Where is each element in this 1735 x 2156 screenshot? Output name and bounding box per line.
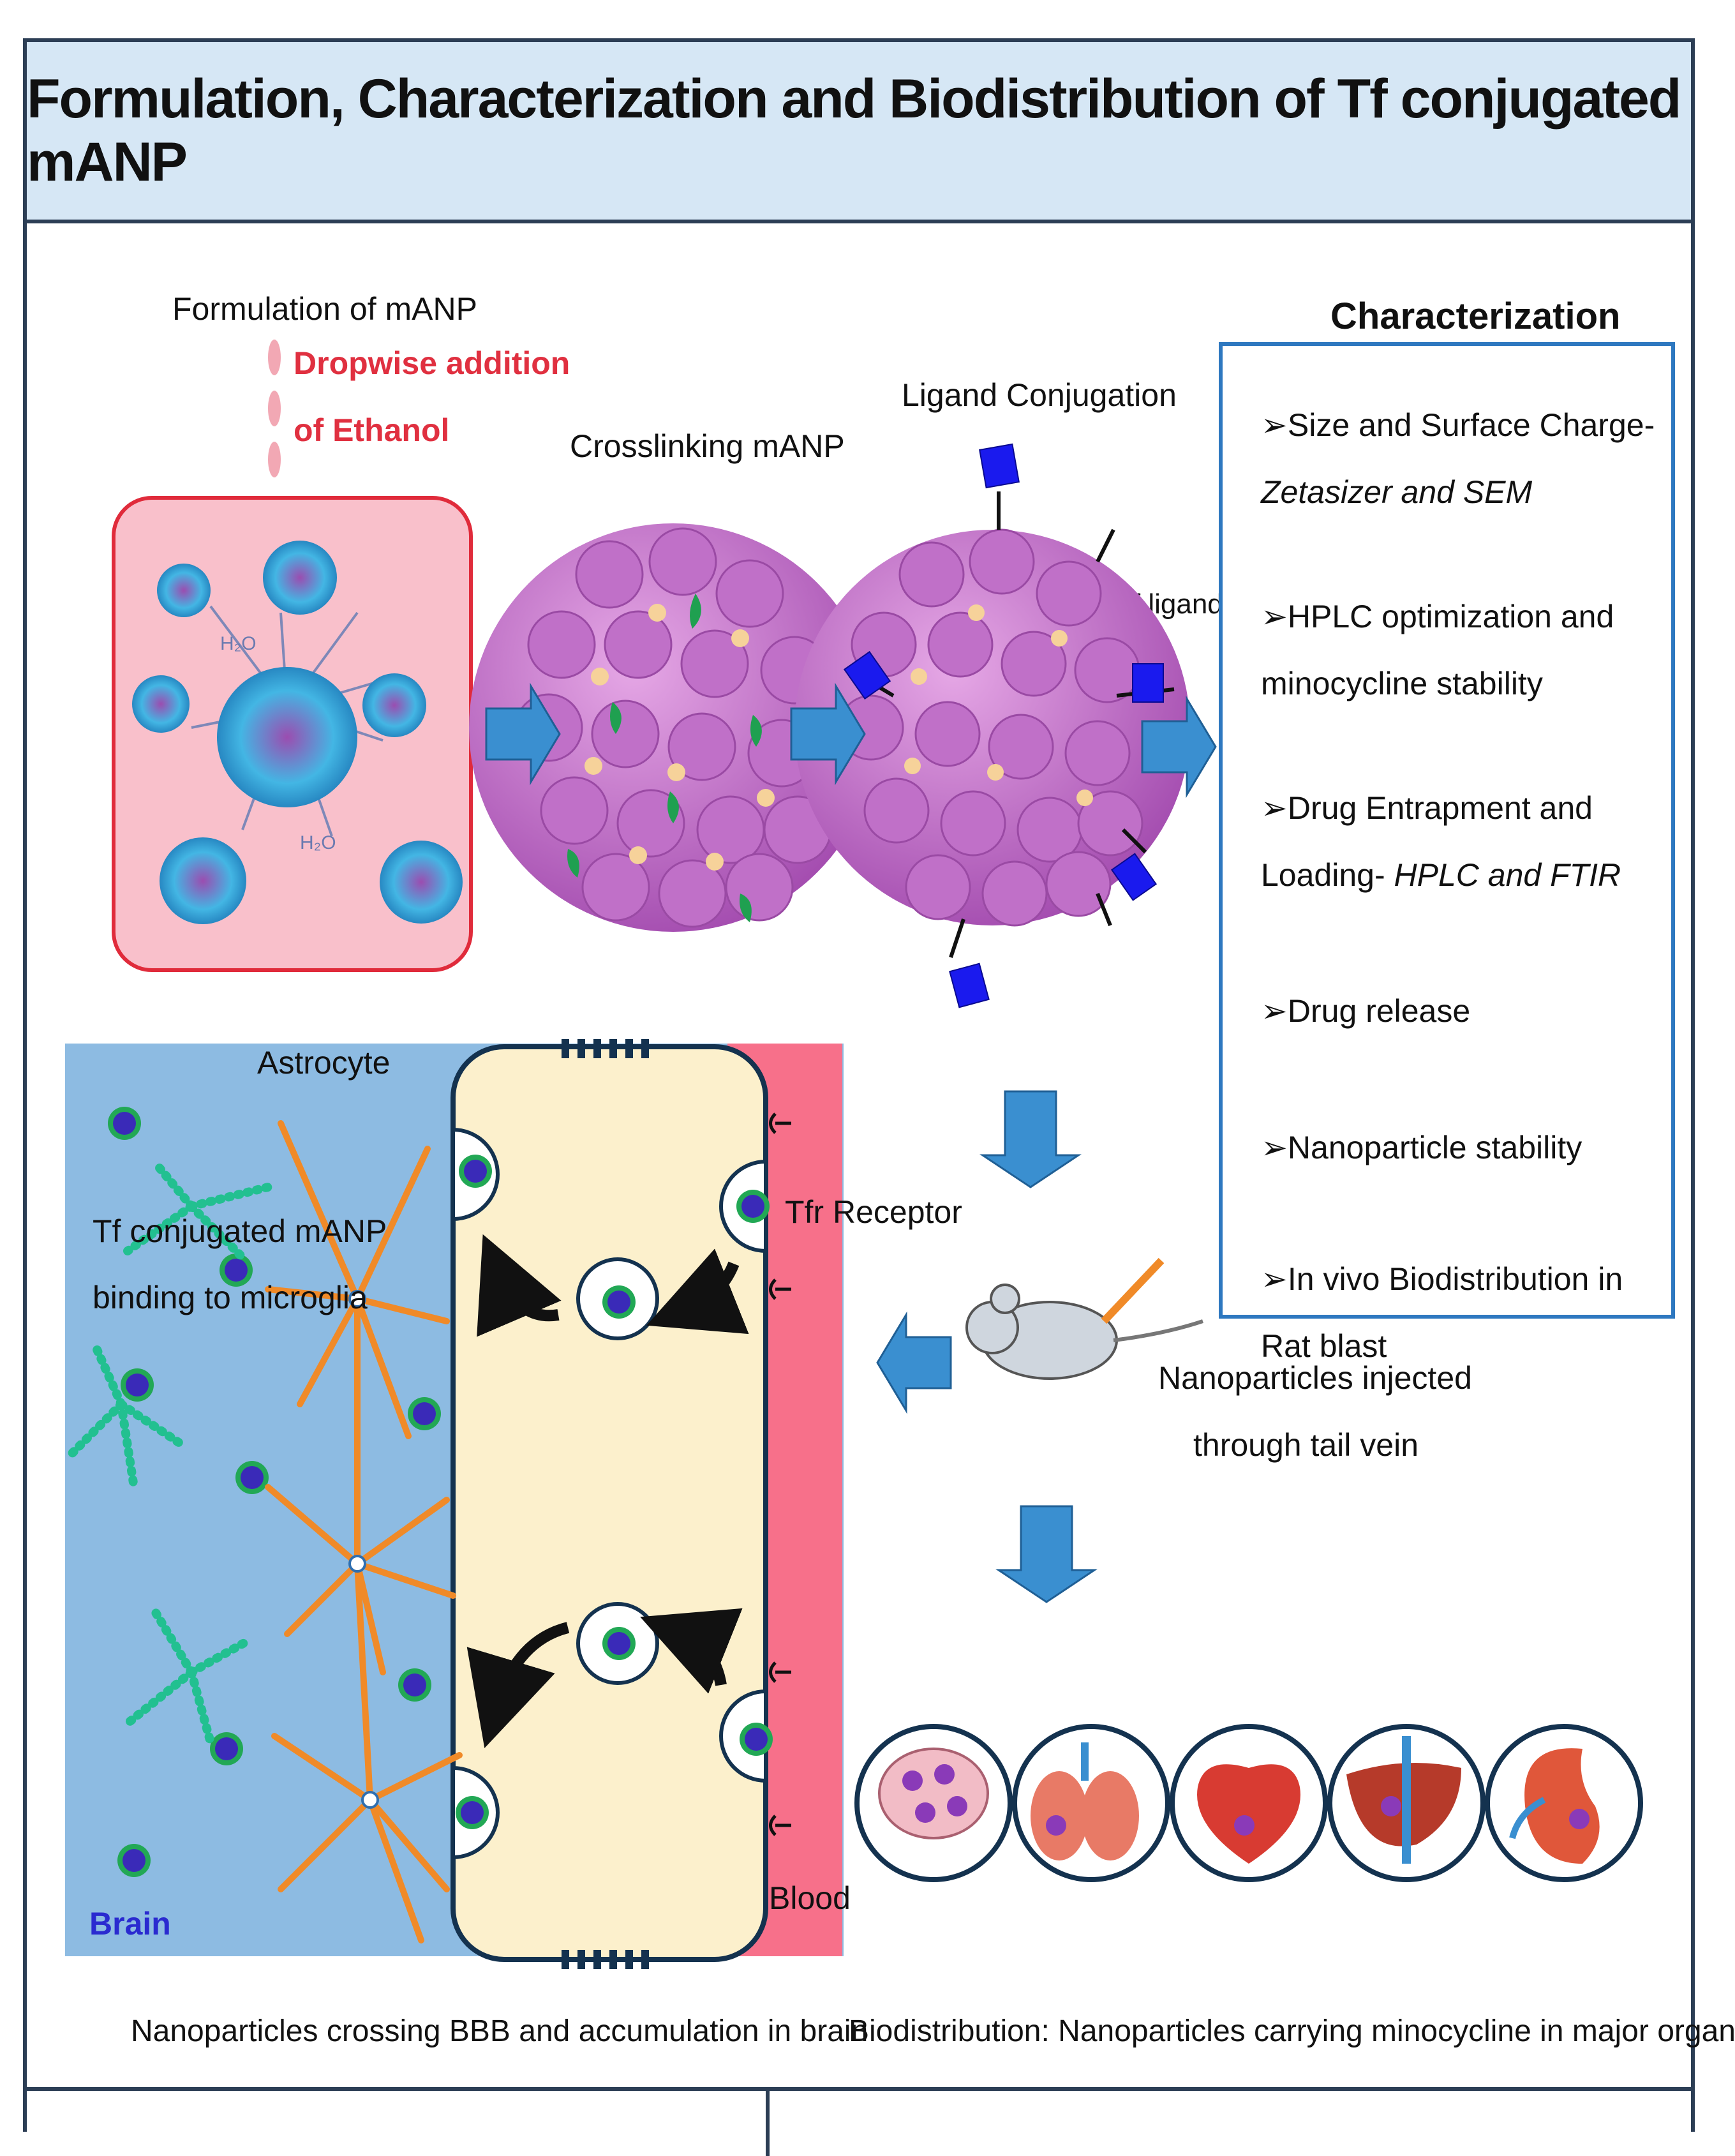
organ-circles bbox=[854, 1724, 1643, 1882]
astrocyte-label: Astrocyte bbox=[257, 1045, 391, 1081]
formulation-label: Formulation of mANP bbox=[172, 291, 477, 327]
microglia bbox=[66, 1164, 272, 1747]
arrow-down-2 bbox=[995, 1505, 1098, 1603]
char-item-size: ➢Size and Surface Charge- Zetasizer and … bbox=[1261, 407, 1655, 510]
blood-label: Blood bbox=[769, 1880, 851, 1916]
char-item-text: Size and Surface Charge- bbox=[1287, 407, 1655, 443]
char-item-entrapment: ➢Drug Entrapment and Loading- HPLC and F… bbox=[1261, 790, 1621, 893]
injection-label-1: Nanoparticles injected bbox=[1158, 1360, 1472, 1396]
char-item-method: Zetasizer and SEM bbox=[1261, 474, 1533, 510]
left-border bbox=[23, 223, 27, 2132]
tf-ligand-label: Tf ligand bbox=[1115, 588, 1223, 620]
organ-kidney-icon bbox=[1509, 1748, 1600, 1864]
arrow-down-1 bbox=[979, 1090, 1082, 1188]
char-item-text: HPLC optimization and minocycline stabil… bbox=[1261, 599, 1614, 701]
char-item-biodistribution: ➢In vivo Biodistribution in Rat blast bbox=[1261, 1261, 1623, 1364]
ligand-conjugation-label: Ligand Conjugation bbox=[902, 377, 1177, 413]
char-item-stability: ➢Nanoparticle stability bbox=[1261, 1130, 1582, 1165]
char-item-text: Drug Entrapment and Loading- bbox=[1261, 790, 1593, 893]
biodistribution-caption: Biodistribution: Nanoparticles carrying … bbox=[849, 2014, 1735, 2048]
microglia-label-2: binding to microglia bbox=[93, 1280, 368, 1315]
dropwise-label-2: of Ethanol bbox=[294, 412, 450, 448]
tfr-receptor-label: Tfr Receptor bbox=[785, 1194, 962, 1230]
microglia-label-1: Tf conjugated mANP bbox=[93, 1213, 387, 1249]
brain-label: Brain bbox=[89, 1906, 171, 1942]
bottom-divider bbox=[23, 2087, 1695, 2091]
char-item-method: HPLC and FTIR bbox=[1394, 857, 1621, 893]
bbb-caption: Nanoparticles crossing BBB and accumulat… bbox=[131, 2014, 868, 2048]
right-border bbox=[1691, 223, 1695, 2132]
title-banner: Formulation, Characterization and Biodis… bbox=[23, 38, 1695, 223]
organ-brain-icon bbox=[878, 1748, 989, 1839]
char-item-text: In vivo Biodistribution in Rat blast bbox=[1261, 1261, 1623, 1364]
char-item-text: Nanoparticle stability bbox=[1287, 1130, 1582, 1165]
bottom-split bbox=[766, 2087, 770, 2156]
char-item-hplc: ➢HPLC optimization and minocycline stabi… bbox=[1261, 599, 1614, 701]
arrow-right-1 bbox=[485, 682, 561, 786]
arrow-left bbox=[876, 1311, 952, 1414]
water-label-1: H₂O bbox=[220, 633, 257, 654]
water-label-2: H₂O bbox=[300, 832, 336, 853]
organ-heart-icon bbox=[1197, 1764, 1300, 1864]
bbb-panel bbox=[65, 1039, 844, 1969]
organ-liver-icon bbox=[1346, 1736, 1461, 1864]
formulation-chamber bbox=[112, 496, 473, 972]
characterization-box: ➢Size and Surface Charge- Zetasizer and … bbox=[1219, 342, 1675, 1364]
crosslinking-label: Crosslinking mANP bbox=[570, 428, 845, 464]
char-item-text: Drug release bbox=[1287, 993, 1471, 1029]
injection-label-2: through tail vein bbox=[1193, 1427, 1419, 1463]
crosslinked-nanoparticle bbox=[469, 523, 877, 932]
char-item-release: ➢Drug release bbox=[1261, 993, 1471, 1029]
arrow-right-3 bbox=[1141, 695, 1217, 798]
arrow-right-2 bbox=[790, 682, 866, 786]
characterization-heading: Characterization bbox=[1330, 296, 1621, 337]
tf-conjugated-nanoparticle bbox=[794, 443, 1190, 1008]
dropwise-label-1: Dropwise addition bbox=[294, 345, 570, 381]
diagram-title: Formulation, Characterization and Biodis… bbox=[27, 68, 1681, 193]
organ-lungs-icon bbox=[1031, 1742, 1139, 1860]
ethanol-drops bbox=[268, 340, 281, 477]
astrocyte-nuclei bbox=[348, 1290, 379, 1809]
